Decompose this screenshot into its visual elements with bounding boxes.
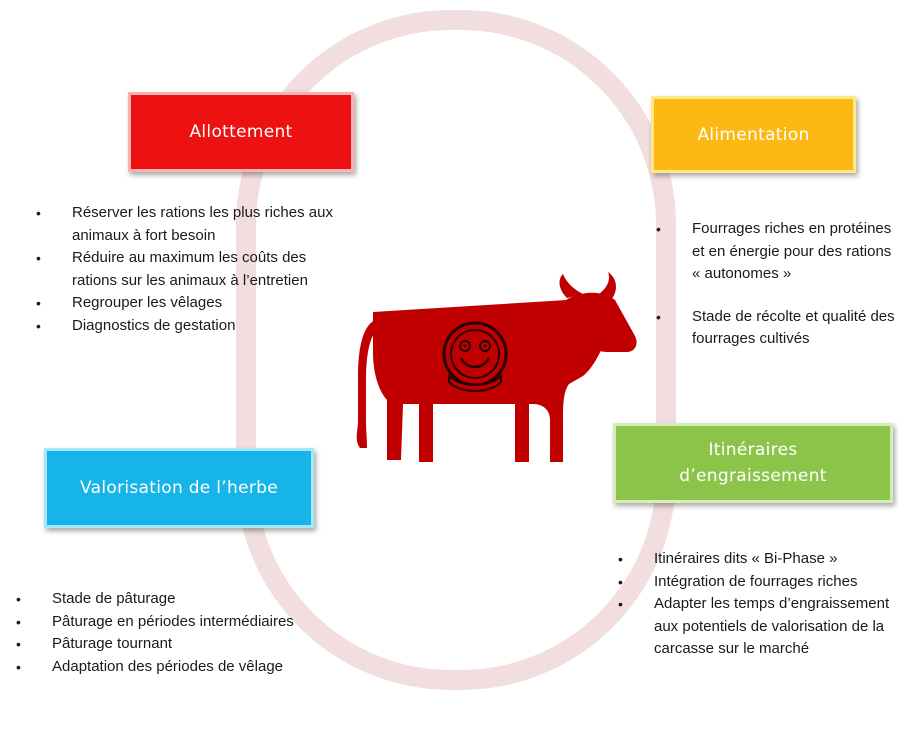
list-item: Intégration de fourrages riches — [610, 571, 896, 594]
itineraires-title: Itinéraires d’engraissement — [679, 440, 827, 486]
itineraires-list: Itinéraires dits « Bi-Phase » Intégratio… — [610, 548, 896, 661]
list-item: Adaptation des périodes de vêlage — [8, 656, 308, 679]
list-item: Fourrages riches en protéines et en éner… — [648, 218, 896, 286]
alimentation-box: Alimentation — [651, 96, 856, 173]
alimentation-list: Fourrages riches en protéines et en éner… — [648, 218, 896, 351]
list-item: Pâturage en périodes intermédiaires — [8, 611, 308, 634]
list-item: Itinéraires dits « Bi-Phase » — [610, 548, 896, 571]
allotement-box: Allottement — [128, 92, 354, 172]
smiling-coin-icon — [442, 321, 508, 392]
valorisation-box: Valorisation de l’herbe — [44, 448, 314, 528]
allotement-title: Allottement — [189, 122, 293, 142]
allotement-list: Réserver les rations les plus riches aux… — [28, 202, 346, 337]
cow-icon — [356, 272, 637, 462]
list-item: Stade de récolte et qualité des fourrage… — [648, 306, 896, 351]
list-item: Réduire au maximum les coûts des rations… — [28, 247, 346, 292]
list-item: Pâturage tournant — [8, 633, 308, 656]
alimentation-title: Alimentation — [697, 124, 810, 145]
valorisation-title: Valorisation de l’herbe — [80, 478, 278, 498]
list-item: Stade de pâturage — [8, 588, 308, 611]
list-item: Réserver les rations les plus riches aux… — [28, 202, 346, 247]
itineraires-box: Itinéraires d’engraissement — [613, 423, 893, 503]
list-item: Regrouper les vêlages — [28, 292, 346, 315]
list-item: Adapter les temps d’engraissement aux po… — [610, 593, 896, 661]
valorisation-list: Stade de pâturage Pâturage en périodes i… — [8, 588, 308, 678]
list-item: Diagnostics de gestation — [28, 315, 346, 338]
